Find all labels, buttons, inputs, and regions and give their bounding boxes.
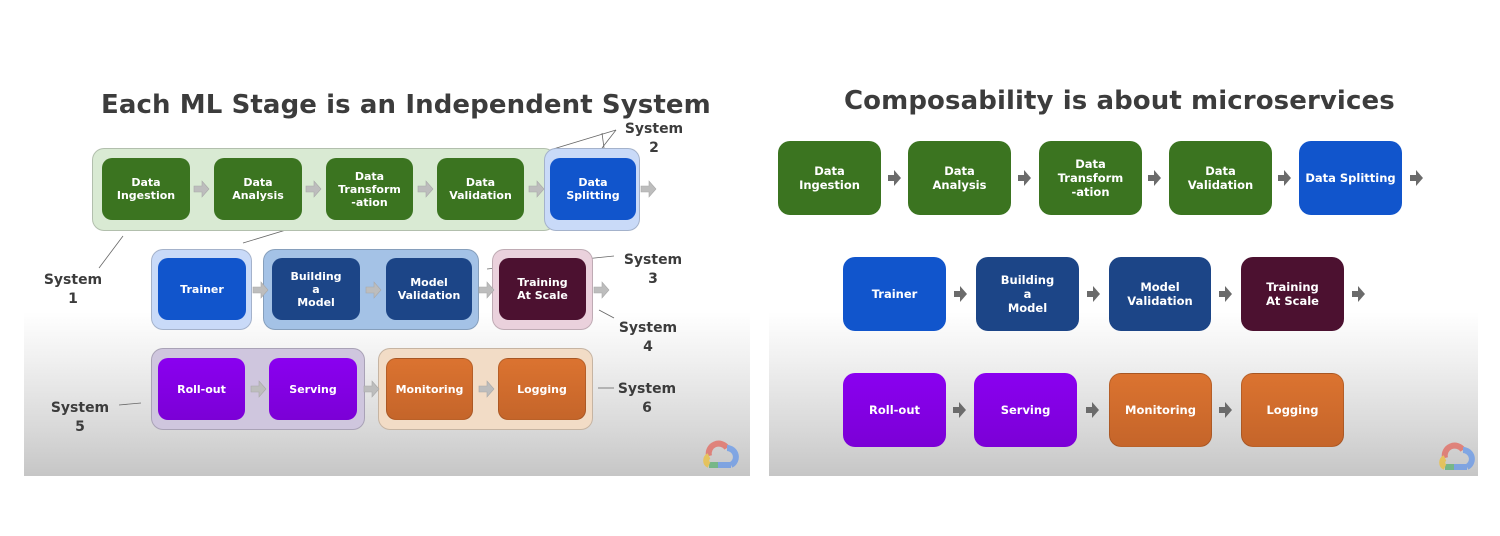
system2-pointer-line-short xyxy=(601,129,617,149)
service-data-analysis: Data Analysis xyxy=(908,141,1011,215)
arrow-icon xyxy=(363,380,380,398)
arrow-icon xyxy=(593,281,610,299)
arrow-icon xyxy=(1278,170,1291,186)
stage-data-splitting: Data Splitting xyxy=(550,158,636,220)
service-data-validation: Data Validation xyxy=(1169,141,1272,215)
system5-pointer-line xyxy=(118,402,142,406)
slide-title: Composability is about microservices xyxy=(844,86,1395,116)
arrow-icon xyxy=(1018,170,1031,186)
service-trainer: Trainer xyxy=(843,257,946,331)
arrow-icon xyxy=(888,170,901,186)
stage-monitoring: Monitoring xyxy=(386,358,473,420)
stage-rollout: Roll-out xyxy=(158,358,245,420)
google-cloud-logo-icon xyxy=(1439,442,1475,470)
stage-data-ingestion: Data Ingestion xyxy=(102,158,190,220)
system2-label: System 2 xyxy=(624,121,684,156)
stage-serving: Serving xyxy=(269,358,357,420)
arrow-icon xyxy=(1219,286,1232,302)
google-cloud-logo-icon xyxy=(703,440,739,468)
arrow-icon xyxy=(1352,286,1365,302)
system2-pointer-line xyxy=(601,132,605,149)
arrow-icon xyxy=(640,180,657,198)
arrow-icon xyxy=(954,286,967,302)
service-rollout: Roll-out xyxy=(843,373,946,447)
slide-title: Each ML Stage is an Independent System xyxy=(101,90,711,120)
arrow-icon xyxy=(1410,170,1423,186)
stage-building-model: Building a Model xyxy=(272,258,360,320)
service-monitoring: Monitoring xyxy=(1109,373,1212,447)
stage-trainer: Trainer xyxy=(158,258,246,320)
system4-pointer-line xyxy=(598,309,615,319)
service-data-transformation: Data Transform -ation xyxy=(1039,141,1142,215)
slide-composability: Composability is about microservices Dat… xyxy=(769,0,1478,476)
stage-data-analysis: Data Analysis xyxy=(214,158,302,220)
service-logging: Logging xyxy=(1241,373,1344,447)
stage-model-validation: Model Validation xyxy=(386,258,472,320)
service-data-splitting: Data Splitting xyxy=(1299,141,1402,215)
arrow-icon xyxy=(1148,170,1161,186)
arrow-icon xyxy=(1087,286,1100,302)
stage-training-at-scale: Training At Scale xyxy=(499,258,586,320)
system1-pointer-line xyxy=(98,235,124,269)
arrow-icon xyxy=(1219,402,1232,418)
system6-label: System 6 xyxy=(617,381,677,416)
system5-label: System 5 xyxy=(50,400,110,435)
system3-label: System 3 xyxy=(623,252,683,287)
system1-label: System 1 xyxy=(43,272,103,307)
stage-data-transformation: Data Transform -ation xyxy=(326,158,413,220)
service-serving: Serving xyxy=(974,373,1077,447)
arrow-icon xyxy=(1086,402,1099,418)
service-data-ingestion: Data Ingestion xyxy=(778,141,881,215)
stage-data-validation: Data Validation xyxy=(437,158,524,220)
arrow-icon xyxy=(953,402,966,418)
service-building-model: Building a Model xyxy=(976,257,1079,331)
service-training-at-scale: Training At Scale xyxy=(1241,257,1344,331)
service-model-validation: Model Validation xyxy=(1109,257,1211,331)
slide-independent-systems: Each ML Stage is an Independent System D… xyxy=(24,0,750,476)
system4-label: System 4 xyxy=(618,320,678,355)
stage-logging: Logging xyxy=(498,358,586,420)
